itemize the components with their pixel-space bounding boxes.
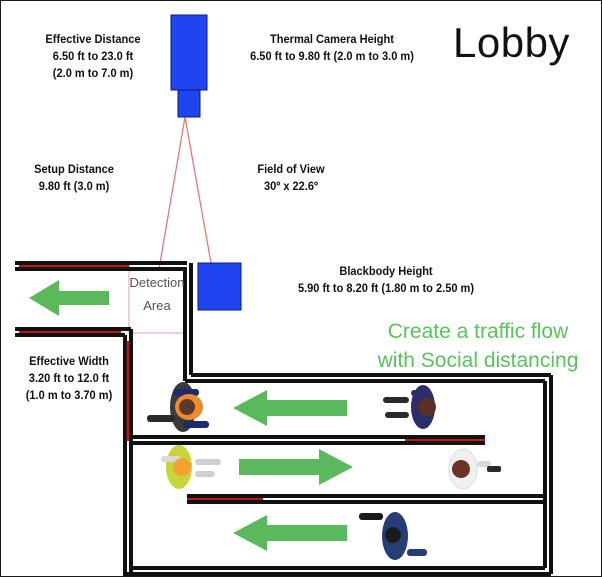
effective-width-m: (1.0 m to 3.70 m) xyxy=(25,388,113,402)
setup-distance-label: Setup Distance 9.80 ft (3.0 m) xyxy=(14,161,134,195)
person-2 xyxy=(383,385,436,429)
arrow-lane1-left xyxy=(233,390,347,426)
camera-height-label: Thermal Camera Height 6.50 ft to 9.80 ft… xyxy=(219,31,445,65)
detection-area-line2: Area xyxy=(143,298,171,313)
person-5 xyxy=(359,512,427,560)
thermal-camera-lens xyxy=(177,89,201,118)
effective-width-title: Effective Width xyxy=(29,354,109,368)
flow-arrows xyxy=(29,280,353,551)
blackbody-device xyxy=(197,262,242,311)
field-of-view-label: Field of View 30º x 22.6º xyxy=(236,161,346,195)
blackbody-height-title: Blackbody Height xyxy=(339,264,433,278)
camera-height-value: 6.50 ft to 9.80 ft (2.0 m to 3.0 m) xyxy=(250,49,414,63)
field-of-view-title: Field of View xyxy=(257,162,325,176)
traffic-flow-line1: Create a traffic flow xyxy=(387,320,569,343)
blackbody-height-value: 5.90 ft to 8.20 ft (1.80 m to 2.50 m) xyxy=(297,281,475,295)
page-title: Lobby xyxy=(453,19,570,66)
setup-distance-value: 9.80 ft (3.0 m) xyxy=(38,179,110,193)
person-1 xyxy=(147,382,209,432)
traffic-flow-message: Create a traffic flow with Social distan… xyxy=(353,317,601,375)
thermal-camera-body xyxy=(170,14,208,91)
camera-height-title: Thermal Camera Height xyxy=(270,32,394,46)
detection-area-label: Detection Area xyxy=(129,271,185,333)
effective-distance-ft: 6.50 ft to 23.0 ft xyxy=(52,49,134,63)
person-4 xyxy=(448,448,501,490)
fov-line-left xyxy=(158,116,186,270)
setup-distance-title: Setup Distance xyxy=(34,162,114,176)
effective-width-label: Effective Width 3.20 ft to 12.0 ft (1.0 … xyxy=(8,353,129,404)
arrow-lane2-right xyxy=(239,449,353,485)
detection-area-line1: Detection xyxy=(129,275,185,290)
effective-distance-label: Effective Distance 6.50 ft to 23.0 ft (2… xyxy=(23,31,163,82)
traffic-flow-line2: with Social distancing xyxy=(377,349,579,372)
effective-distance-m: (2.0 m to 7.0 m) xyxy=(52,66,134,80)
barrier-walls xyxy=(15,261,553,576)
fov-line-right xyxy=(184,116,212,264)
person-3 xyxy=(161,445,221,489)
field-of-view-value: 30º x 22.6º xyxy=(263,179,319,193)
arrow-lane3-left xyxy=(233,515,347,551)
arrow-exit-left xyxy=(29,280,109,316)
effective-distance-title: Effective Distance xyxy=(45,32,141,46)
blackbody-height-label: Blackbody Height 5.90 ft to 8.20 ft (1.8… xyxy=(249,263,523,297)
effective-width-ft: 3.20 ft to 12.0 ft xyxy=(28,371,110,385)
